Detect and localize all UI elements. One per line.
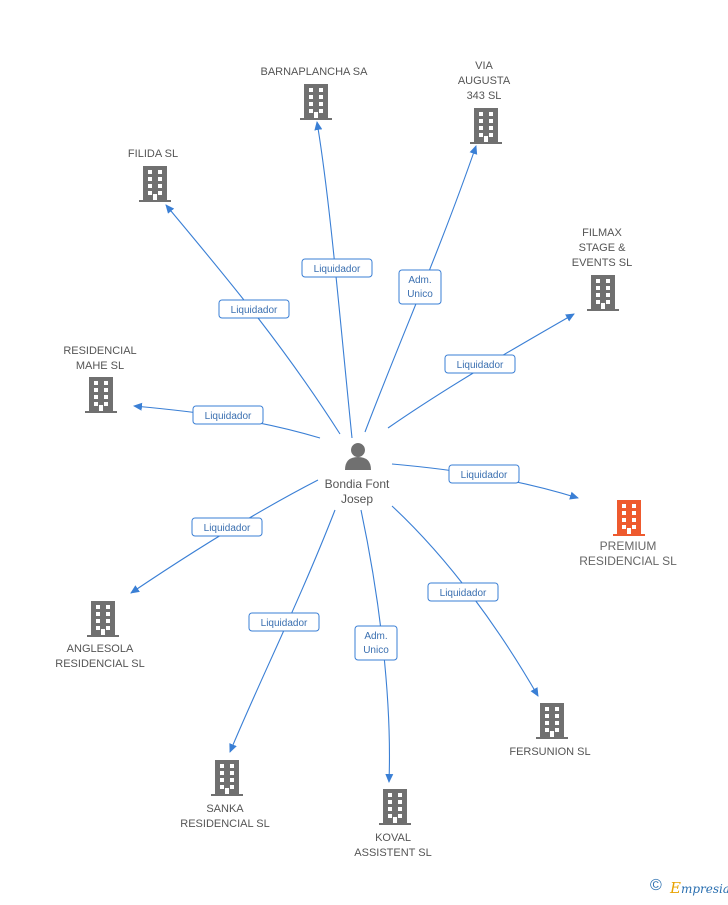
company-node-filida[interactable]: FILIDA SL <box>128 148 178 202</box>
role-tag-text: Liquidador <box>314 264 361 275</box>
role-tag-anglesola: Liquidador <box>191 517 263 537</box>
role-tag-premium-residencial: Liquidador <box>448 464 520 484</box>
company-name-line: STAGE & <box>579 242 627 254</box>
building-icon <box>85 377 117 413</box>
role-tag-text: Liquidador <box>457 360 504 371</box>
role-tag-text: Unico <box>363 645 389 656</box>
role-tag-text: Liquidador <box>261 618 308 629</box>
company-name-line: VIA <box>475 60 493 72</box>
building-icon <box>379 789 411 825</box>
company-node-anglesola[interactable]: ANGLESOLA RESIDENCIAL SL <box>55 601 145 670</box>
role-tag-text: Liquidador <box>231 305 278 316</box>
company-name-line: PREMIUM <box>600 539 657 553</box>
role-tag-text: Adm. <box>408 275 431 286</box>
role-tag-via-augusta: Adm. Unico <box>398 269 442 305</box>
company-name-line: FILIDA SL <box>128 148 178 160</box>
building-icon <box>139 166 171 202</box>
role-tag-fersunion: Liquidador <box>427 582 499 602</box>
building-icon <box>470 108 502 144</box>
company-node-filmax[interactable]: FILMAX STAGE & EVENTS SL <box>572 227 633 311</box>
role-tag-text: Adm. <box>364 631 387 642</box>
center-name-line-1: Bondia Font <box>325 477 390 491</box>
company-node-barnaplancha[interactable]: BARNAPLANCHA SA <box>261 66 369 120</box>
company-node-sanka[interactable]: SANKA RESIDENCIAL SL <box>180 760 270 830</box>
role-tag-text: Liquidador <box>204 523 251 534</box>
building-icon <box>613 500 645 536</box>
edge-to-barnaplancha <box>314 121 353 439</box>
company-name-line: ASSISTENT SL <box>354 847 431 859</box>
company-name-line: RESIDENCIAL SL <box>579 554 677 568</box>
company-name-line: AUGUSTA <box>458 75 511 87</box>
company-name-line: SANKA <box>206 803 244 815</box>
building-icon <box>587 275 619 311</box>
company-node-residencial-mahe[interactable]: RESIDENCIAL MAHE SL <box>63 345 137 413</box>
building-icon <box>536 703 568 739</box>
role-tag-filida: Liquidador <box>218 299 290 319</box>
center-node[interactable]: Bondia Font Josep <box>325 443 390 506</box>
company-name-line: BARNAPLANCHA SA <box>261 66 369 78</box>
edge-tags-layer: LiquidadorAdm.UnicoLiquidadorLiquidadorL… <box>191 258 520 661</box>
empresia-logo: Empresia <box>670 879 728 897</box>
role-tag-barnaplancha: Liquidador <box>301 258 373 278</box>
company-name-line: MAHE SL <box>76 360 124 372</box>
company-name-line: 343 SL <box>467 90 502 102</box>
role-tag-filmax: Liquidador <box>444 354 516 374</box>
company-name-line: EVENTS SL <box>572 257 633 269</box>
empresia-footer: © Empresia <box>638 875 728 899</box>
company-name-line: FILMAX <box>582 227 622 239</box>
company-node-fersunion[interactable]: FERSUNION SL <box>509 703 591 758</box>
building-icon <box>211 760 243 796</box>
edge-to-anglesola <box>130 479 319 594</box>
company-node-koval[interactable]: KOVAL ASSISTENT SL <box>354 789 432 859</box>
edge-to-sanka <box>229 509 336 753</box>
role-tag-text: Liquidador <box>440 588 487 599</box>
role-tag-residencial-mahe: Liquidador <box>192 405 264 425</box>
edge-to-filida <box>165 204 341 435</box>
company-name-line: KOVAL <box>375 832 411 844</box>
role-tag-koval: Adm. Unico <box>354 625 398 661</box>
nodes-layer: BARNAPLANCHA SA VIA AUGUSTA 343 SL FILIDA SL… <box>55 60 677 859</box>
company-name-line: RESIDENCIAL SL <box>180 818 269 830</box>
role-tag-text: Liquidador <box>205 411 252 422</box>
company-name-line: ANGLESOLA <box>67 643 134 655</box>
company-name-line: RESIDENCIAL <box>63 345 136 357</box>
building-icon <box>300 84 332 120</box>
company-node-via-augusta[interactable]: VIA AUGUSTA 343 SL <box>458 60 511 144</box>
role-tag-text: Liquidador <box>461 470 508 481</box>
role-tag-sanka: Liquidador <box>248 612 320 632</box>
center-name-line-2: Josep <box>341 492 373 506</box>
copyright-icon: © <box>650 877 662 894</box>
person-icon <box>345 443 371 470</box>
role-tag-text: Unico <box>407 289 433 300</box>
company-name-line: FERSUNION SL <box>509 746 590 758</box>
company-name-line: RESIDENCIAL SL <box>55 658 144 670</box>
building-icon <box>87 601 119 637</box>
